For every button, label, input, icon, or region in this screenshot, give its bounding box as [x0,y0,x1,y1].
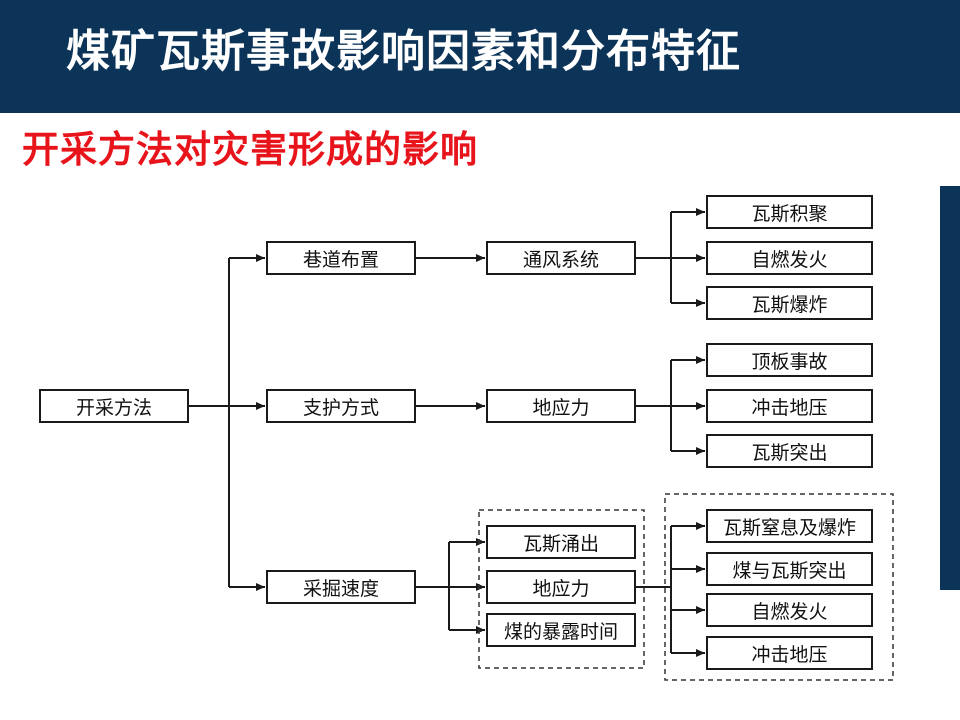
outcome-node-coal-gas-outburst: 煤与瓦斯突出 [706,552,873,586]
page-title: 煤矿瓦斯事故影响因素和分布特征 [66,26,741,77]
outcome-node-rock-burst: 冲击地压 [706,389,873,423]
outcome-node-spontaneous-combustion-2: 自燃发火 [706,593,873,627]
middle-node-ground-stress-2: 地应力 [486,570,636,604]
outcome-node-roof-accident: 顶板事故 [706,343,873,377]
outcome-node-gas-outburst: 瓦斯突出 [706,434,873,468]
branch-node-mining-speed: 采掘速度 [266,570,416,604]
decorative-side-bar [940,186,960,590]
branch-node-support-method: 支护方式 [266,389,416,423]
outcome-node-gas-asphyxiation-explosion: 瓦斯窒息及爆炸 [706,509,873,543]
middle-node-ventilation: 通风系统 [486,241,636,275]
branch-node-roadway-layout: 巷道布置 [266,241,416,275]
middle-group-dashed-frame [478,509,645,669]
title-banner: 煤矿瓦斯事故影响因素和分布特征 [0,0,960,113]
outcome-node-gas-accumulation: 瓦斯积聚 [706,195,873,229]
middle-node-coal-exposure-time: 煤的暴露时间 [486,613,636,647]
root-node: 开采方法 [39,389,189,423]
outcome-node-rock-burst-2: 冲击地压 [706,636,873,670]
middle-node-ground-stress: 地应力 [486,389,636,423]
middle-node-gas-emission: 瓦斯涌出 [486,525,636,559]
outcome-node-spontaneous-combustion: 自燃发火 [706,241,873,275]
section-subtitle: 开采方法对灾害形成的影响 [22,128,478,171]
outcome-node-gas-explosion: 瓦斯爆炸 [706,286,873,320]
